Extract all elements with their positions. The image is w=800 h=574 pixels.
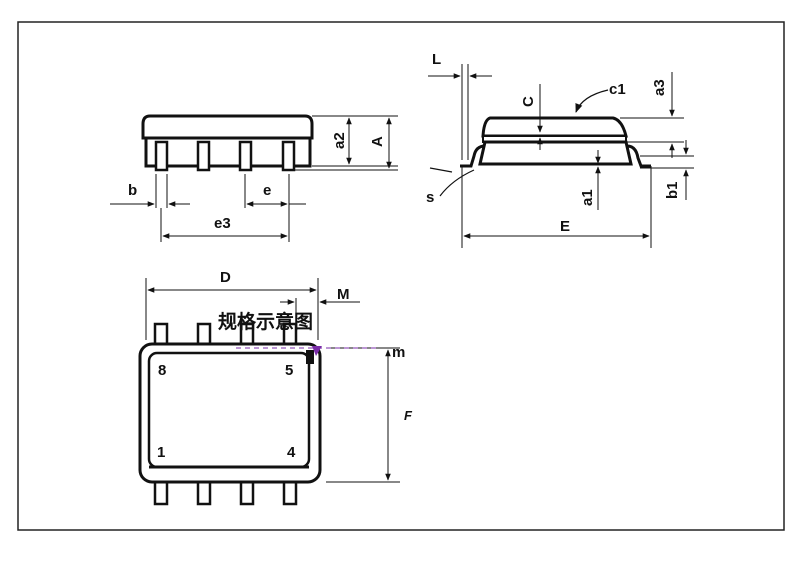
side-lead-right (626, 144, 651, 168)
label-a3: a3 (651, 79, 668, 96)
watermark-text: 规格示意图 (218, 310, 313, 333)
front-lead (281, 140, 296, 172)
label-D: D (220, 269, 231, 286)
pin-marker (306, 350, 314, 364)
label-E: E (560, 218, 570, 235)
pin-label-1: 1 (157, 444, 165, 461)
front-body-top (141, 114, 314, 140)
side-body-bottom (478, 140, 633, 166)
top-lead (282, 478, 298, 506)
label-e: e (263, 182, 271, 199)
label-s: s (426, 189, 434, 206)
front-lead (238, 140, 253, 172)
label-C: C (520, 96, 537, 107)
front-lead (196, 140, 211, 172)
top-lead (153, 478, 169, 506)
side-lead-left (460, 144, 486, 168)
label-A: A (369, 136, 386, 147)
front-lead (154, 140, 169, 172)
pin-label-8: 8 (158, 362, 166, 379)
label-F: F (404, 408, 413, 423)
top-lead (239, 478, 255, 506)
top-lead (196, 478, 212, 506)
angle-s-line (429, 167, 453, 173)
side-view (428, 64, 694, 248)
pin-label-4: 4 (287, 444, 296, 461)
pin-label-5: 5 (285, 362, 293, 379)
drawing-frame (17, 21, 785, 531)
label-M: M (337, 286, 350, 303)
label-L: L (432, 51, 441, 68)
c1-leader (575, 89, 609, 113)
label-m: m (392, 344, 405, 361)
front-view (110, 114, 398, 242)
label-b: b (128, 182, 137, 199)
label-b1: b1 (664, 181, 681, 199)
label-a1: a1 (579, 189, 596, 206)
label-c1: c1 (609, 81, 626, 98)
label-e3: e3 (214, 215, 231, 232)
top-view (138, 278, 400, 506)
angle-s-arc (439, 169, 475, 197)
label-a2: a2 (331, 132, 348, 149)
side-body-top (481, 116, 628, 138)
